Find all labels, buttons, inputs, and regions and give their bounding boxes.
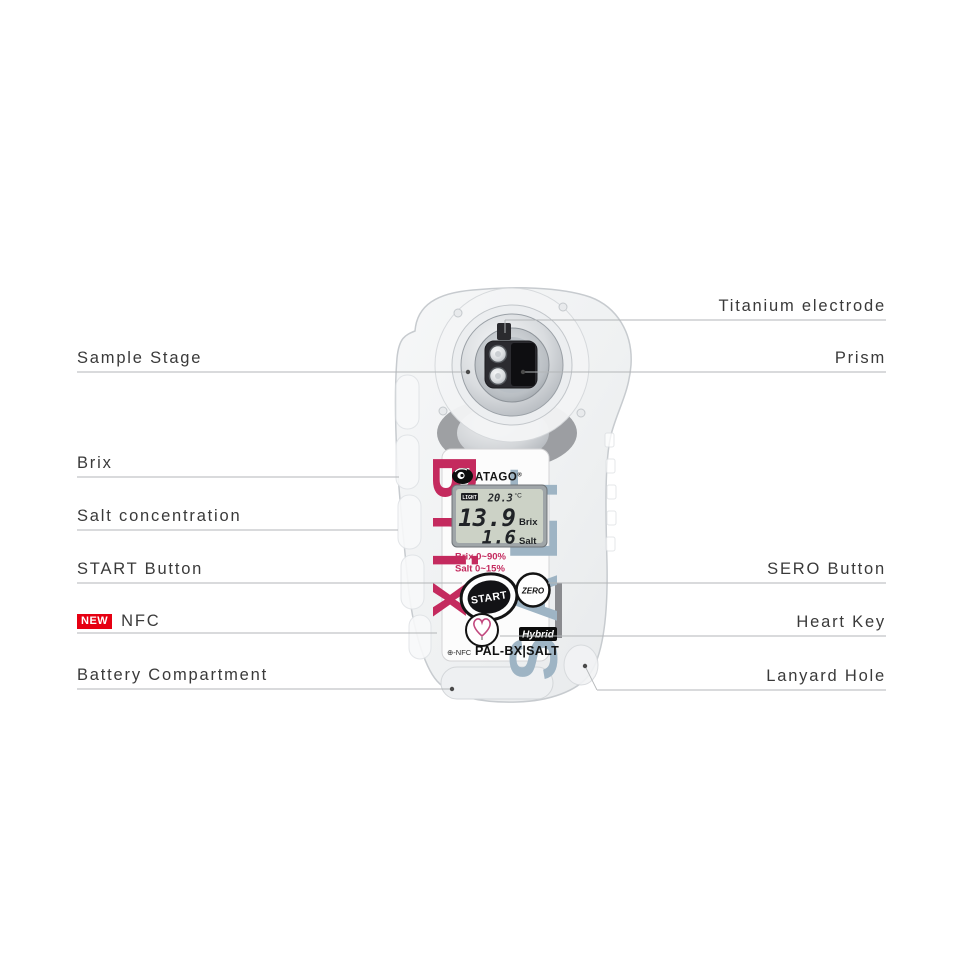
range-brix: Brix 0~90% [455, 552, 507, 563]
titanium-electrodes [488, 344, 508, 386]
hybrid-badge-text: Hybrid [522, 630, 555, 641]
callout-battery-compartment-text: Battery Compartment [77, 666, 269, 684]
callout-salt-concentration-text: Salt concentration [77, 507, 242, 525]
range-salt: Salt 0~15% [455, 564, 505, 575]
callout-prism-text: Prism [834, 349, 886, 367]
heart-icon [473, 618, 491, 638]
callout-prism: Prism [835, 349, 886, 368]
screw [438, 406, 448, 416]
lcd-display: LIGHT 20.3 °C 13.9 Brix 1.6 Salt [451, 484, 548, 549]
battery-compartment [440, 666, 554, 700]
callout-titanium-electrode: Titanium electrode [718, 297, 886, 316]
callout-brix: Brix [77, 454, 113, 473]
screw [576, 408, 586, 418]
lcd-temperature-unit: °C [515, 492, 523, 500]
registered-mark: ® [517, 472, 522, 479]
lcd-salt-unit: Salt [519, 536, 537, 547]
zero-button-text: ZERO [521, 587, 545, 596]
nfc-marking: ⊕-NFC [447, 648, 472, 657]
refractometer-device: Brix SALT ATAGO® LIGHT 20.3 °C 13.9 Brix… [394, 287, 632, 703]
zero-button: ZERO [515, 572, 551, 608]
callout-salt-concentration: Salt concentration [77, 507, 241, 526]
callout-sample-stage-text: Sample Stage [77, 349, 203, 367]
sample-stage [434, 287, 590, 443]
lcd-salt-value: 1.6 [482, 527, 516, 549]
callout-heart-key: Heart Key [796, 613, 886, 632]
screw [453, 308, 463, 318]
new-badge: NEW [77, 614, 113, 629]
start-button-text: START [470, 589, 508, 607]
callout-start-button: START Button [77, 560, 203, 579]
internal-dark-edge [555, 583, 562, 638]
callout-brix-text: Brix [77, 454, 113, 472]
callout-nfc: NEW NFC [77, 612, 160, 631]
lcd-brix-value: 13.9 [458, 504, 516, 532]
callout-battery-compartment: Battery Compartment [77, 666, 268, 685]
callout-sample-stage: Sample Stage [77, 349, 202, 368]
screw [558, 302, 568, 312]
hybrid-badge: Hybrid [519, 627, 557, 641]
prism [511, 343, 535, 386]
callout-titanium-electrode-text: Titanium electrode [718, 297, 886, 315]
callout-lanyard-hole-text: Lanyard Hole [766, 667, 886, 685]
backlight-tag [461, 493, 478, 501]
callout-sero-button: SERO Button [767, 560, 886, 579]
callout-nfc-text: NFC [121, 612, 161, 630]
electrode-tab [497, 323, 511, 340]
backlight-tag-text: LIGHT [462, 495, 477, 501]
callout-sero-button-text: SERO Button [767, 560, 886, 578]
callout-heart-key-text: Heart Key [796, 613, 886, 631]
callout-lanyard-hole: Lanyard Hole [766, 667, 886, 686]
heart-key [465, 613, 499, 647]
lcd-brix-unit: Brix [519, 517, 538, 528]
start-button: START [459, 572, 519, 622]
side-ribs [604, 432, 617, 552]
grip-ribs [395, 374, 432, 660]
model-name: PAL-BX|SALT [475, 644, 559, 658]
brand-text: ATAGO [475, 472, 517, 484]
svg-text:ATAGO®: ATAGO® [475, 472, 522, 484]
callout-start-button-text: START Button [77, 560, 204, 578]
lcd-temperature: 20.3 [487, 493, 513, 505]
atago-logo: ATAGO® [452, 468, 522, 484]
